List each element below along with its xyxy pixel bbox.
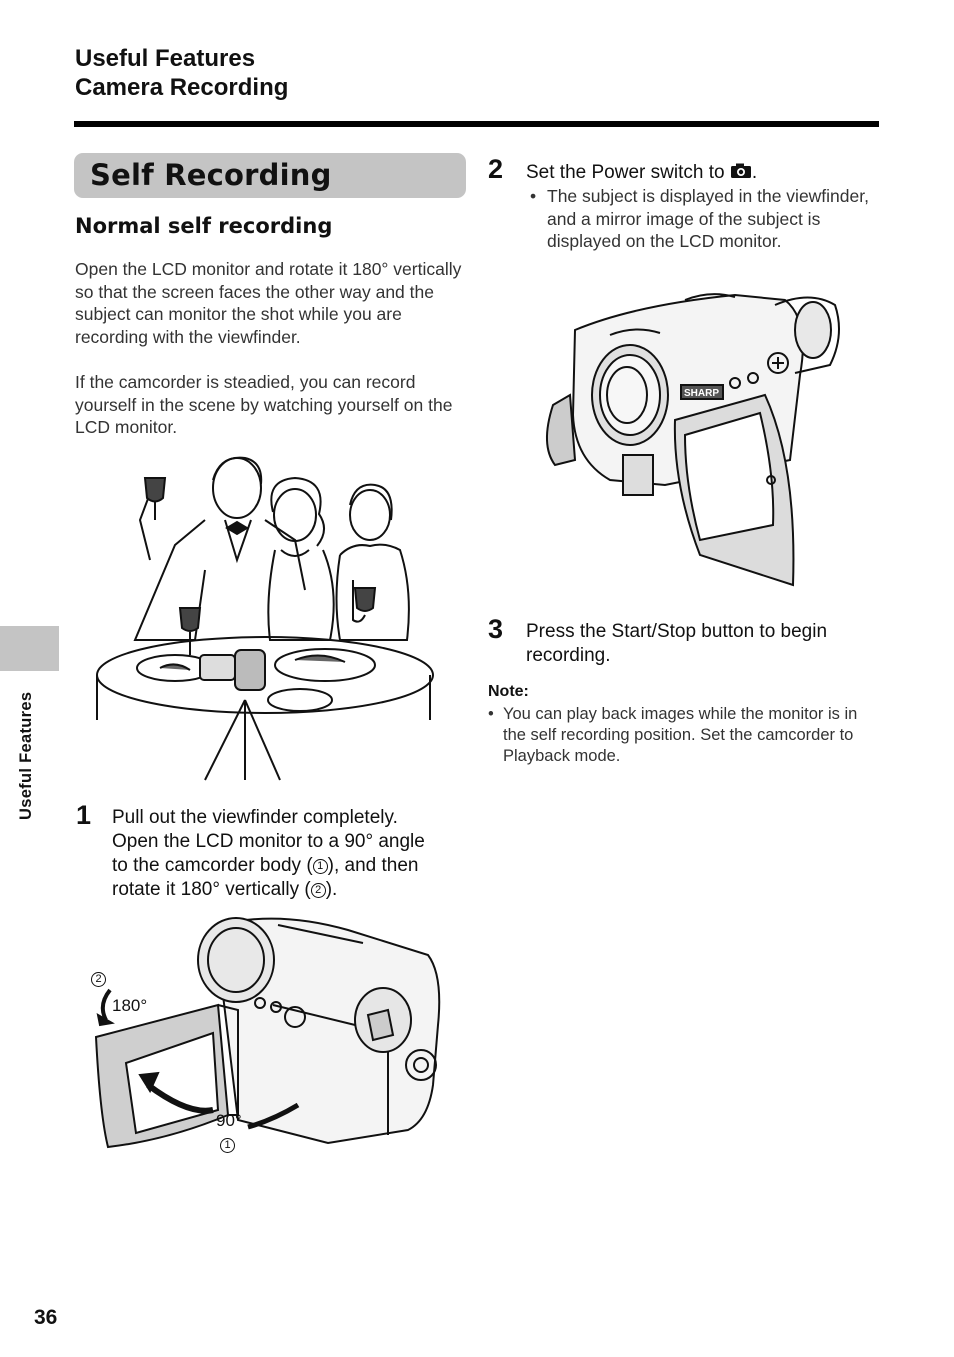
step-1-line-4-b: ). bbox=[325, 879, 338, 900]
camera-icon bbox=[730, 163, 751, 178]
step-1-line-3: to the camcorder body (1), and then bbox=[112, 854, 472, 878]
step-2-text-b: . bbox=[751, 162, 758, 183]
side-section-tab bbox=[0, 626, 59, 671]
step-2-bullet: • The subject is displayed in the viewfi… bbox=[530, 185, 877, 253]
step-1-line-4: rotate it 180° vertically (2). bbox=[112, 878, 472, 902]
figure1-marker-1: 1 bbox=[220, 1135, 235, 1155]
step-2-text-a: Set the Power switch to bbox=[526, 162, 725, 183]
step-2-bullet-text: The subject is displayed in the viewfind… bbox=[547, 186, 869, 251]
figure1-marker-1-text: 1 bbox=[220, 1138, 235, 1153]
note-body: You can play back images while the monit… bbox=[503, 705, 858, 765]
camcorder-lcd-rotation-illustration bbox=[88, 915, 458, 1155]
header-line-1: Useful Features bbox=[75, 45, 256, 72]
side-section-label: Useful Features bbox=[17, 691, 35, 820]
step-2-number: 2 bbox=[488, 154, 504, 184]
step-3-number: 3 bbox=[488, 614, 504, 644]
figure1-marker-2-text: 2 bbox=[91, 972, 106, 987]
header-line-2: Camera Recording bbox=[75, 74, 289, 101]
step-1-line-3-a: to the camcorder body ( bbox=[112, 855, 313, 876]
step-1-line-2: Open the LCD monitor to a 90° angle bbox=[112, 831, 425, 852]
section-title: Self Recording bbox=[90, 158, 332, 192]
step-2-text: Set the Power switch to . bbox=[526, 161, 878, 185]
header-section-title: Useful Features Camera Recording bbox=[75, 44, 288, 102]
figure1-angle-180: 180° bbox=[112, 996, 148, 1015]
step-1-line-1: Pull out the viewfinder completely. bbox=[112, 807, 398, 828]
step-1-line-4-a: rotate it 180° vertically ( bbox=[112, 879, 311, 900]
note-text: • You can play back images while the mon… bbox=[488, 704, 878, 767]
note-title: Note: bbox=[488, 683, 529, 700]
camcorder-self-recording-illustration: SHARP bbox=[535, 285, 845, 600]
dinner-scene-illustration bbox=[95, 450, 435, 785]
bullet-dot: • bbox=[530, 186, 537, 206]
sharp-logo: SHARP bbox=[684, 388, 719, 399]
step-1-text: Pull out the viewfinder completely. Open… bbox=[112, 806, 472, 902]
note-bullet-dot: • bbox=[488, 705, 494, 723]
intro-paragraph-2: If the camcorder is steadied, you can re… bbox=[75, 372, 453, 437]
subsection-title: Normal self recording bbox=[75, 214, 333, 238]
header-rule bbox=[74, 121, 879, 127]
step-1-line-3-b: ), and then bbox=[327, 855, 419, 876]
intro-paragraph-1: Open the LCD monitor and rotate it 180° … bbox=[75, 259, 462, 347]
figure1-angle-90: 90° bbox=[216, 1111, 242, 1130]
step-3-text: Press the Start/Stop button to begin rec… bbox=[526, 621, 828, 666]
step-1-number: 1 bbox=[76, 800, 92, 830]
section-banner: Self Recording bbox=[74, 153, 466, 198]
circled-marker-1: 1 bbox=[312, 859, 328, 874]
page-number: 36 bbox=[34, 1306, 58, 1329]
circled-marker-2: 2 bbox=[310, 883, 326, 898]
figure1-marker-2: 2 bbox=[91, 969, 106, 989]
